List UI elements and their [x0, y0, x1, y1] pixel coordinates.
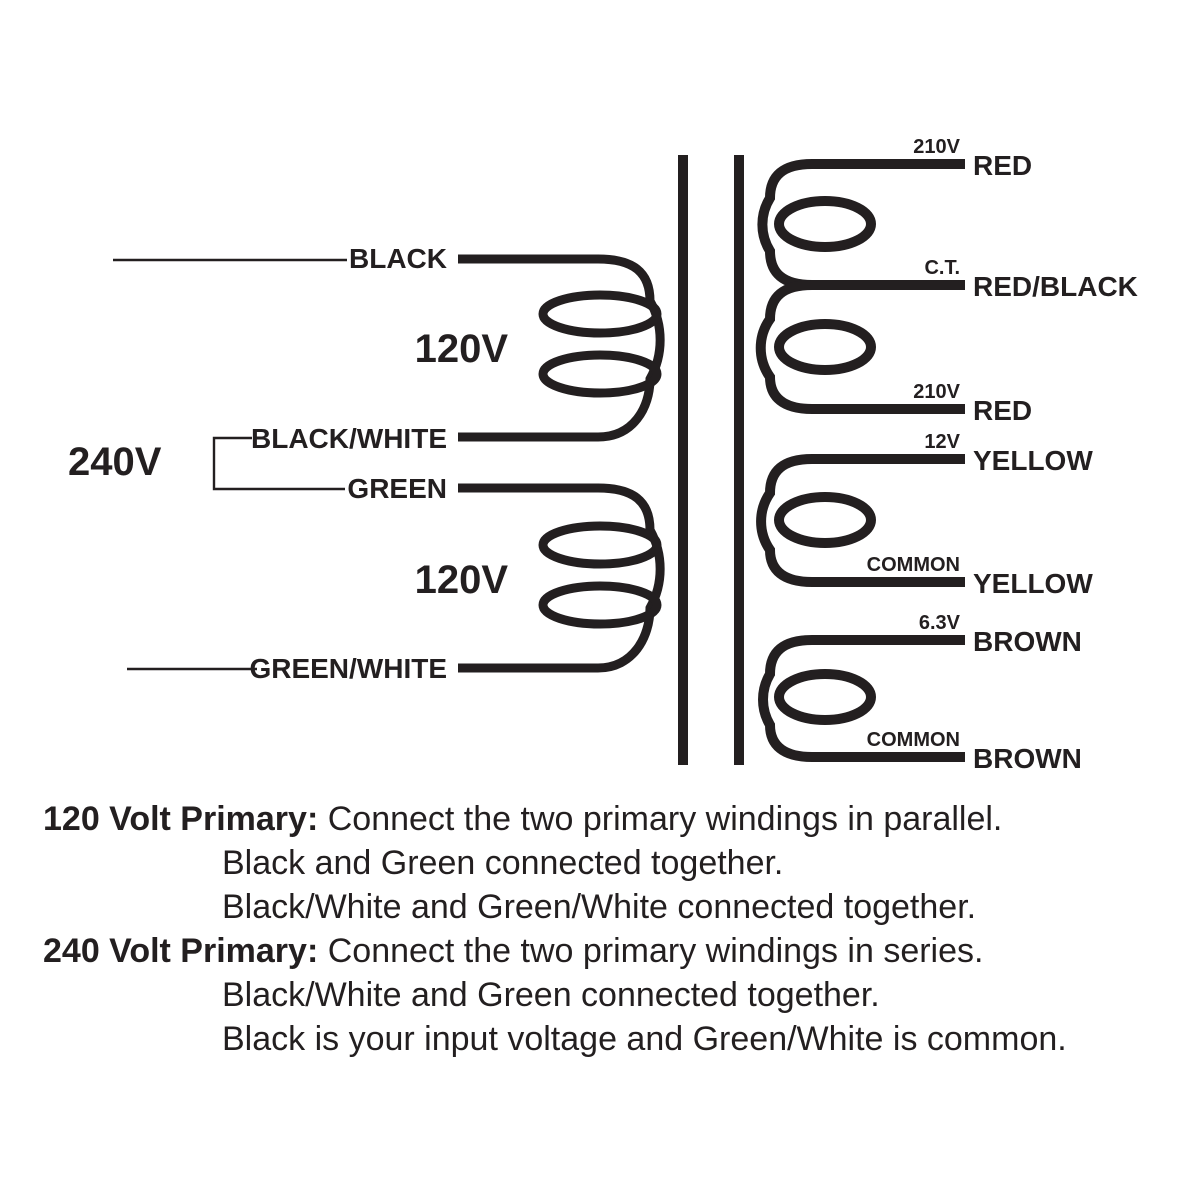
series-bracket [212, 436, 345, 491]
core-bar-right [734, 155, 744, 765]
secondary-winding-hv-bottom-loop [774, 319, 876, 375]
label-tap-ct: C.T. [924, 257, 960, 279]
label-tap-12v: 12V [924, 431, 960, 453]
secondary-winding-hv-top-loop [774, 196, 876, 252]
secondary-winding-12v-loop [774, 492, 876, 548]
label-lead-green-white: GREEN/WHITE [249, 653, 447, 684]
label-wire-yellow-2: YELLOW [973, 568, 1093, 599]
label-wire-yellow-1: YELLOW [973, 445, 1093, 476]
primary-winding-1-loop-1 [538, 290, 662, 338]
instruction-240v-summary: Connect the two primary windings in seri… [318, 932, 984, 970]
instruction-240v-line2: Black/White and Green connected together… [222, 976, 880, 1014]
core-bar-left [678, 155, 688, 765]
label-wire-red-1: RED [973, 150, 1032, 181]
secondary-winding-6v-loop [774, 669, 876, 725]
label-tap-common-2: COMMON [867, 729, 960, 751]
label-wire-red-2: RED [973, 395, 1032, 426]
instruction-120v-line3: Black/White and Green/White connected to… [222, 888, 977, 926]
primary-winding-2-loop-2 [538, 581, 662, 629]
primary-winding-2-loop-1 [538, 521, 662, 569]
label-tap-common-1: COMMON [867, 554, 960, 576]
primary-winding-1 [458, 254, 665, 442]
label-lead-green: GREEN [347, 473, 447, 504]
secondary-winding-12v [756, 454, 965, 587]
label-primary-240v: 240V [68, 440, 162, 484]
label-lead-black: BLACK [349, 243, 447, 274]
secondary-winding-hv-top [757, 159, 965, 290]
instructions: 120 Volt Primary: Connect the two primar… [0, 797, 1200, 1061]
instruction-240v-heading: 240 Volt Primary: [43, 932, 319, 970]
label-tap-210v-2: 210V [913, 381, 960, 403]
label-wire-red-black: RED/BLACK [973, 271, 1138, 302]
label-tap-210v-1: 210V [913, 136, 960, 158]
instruction-240v-line3: Black is your input voltage and Green/Wh… [222, 1020, 1067, 1058]
primary-winding-1-loop-2 [538, 350, 662, 398]
instruction-120v-summary: Connect the two primary windings in para… [318, 800, 1003, 838]
primary-winding-2 [458, 483, 665, 673]
label-primary-120v-1: 120V [415, 327, 509, 371]
instruction-120v-line1: 120 Volt Primary: Connect the two primar… [0, 797, 1200, 841]
label-wire-brown-1: BROWN [973, 626, 1082, 657]
label-wire-brown-2: BROWN [973, 743, 1082, 774]
secondary-winding-hv-bottom [755, 280, 965, 414]
instruction-240v-line1: 240 Volt Primary: Connect the two primar… [0, 929, 1200, 973]
instruction-120v-heading: 120 Volt Primary: [43, 800, 319, 838]
label-lead-black-white: BLACK/WHITE [251, 423, 447, 454]
instruction-120v-line2: Black and Green connected together. [222, 844, 784, 882]
label-primary-120v-2: 120V [415, 558, 509, 602]
transformer-diagram: BLACK 120V BLACK/WHITE 240V GREEN 120V G… [68, 136, 1138, 774]
label-tap-6-3v: 6.3V [919, 612, 961, 634]
secondary-winding-6v [758, 635, 965, 762]
